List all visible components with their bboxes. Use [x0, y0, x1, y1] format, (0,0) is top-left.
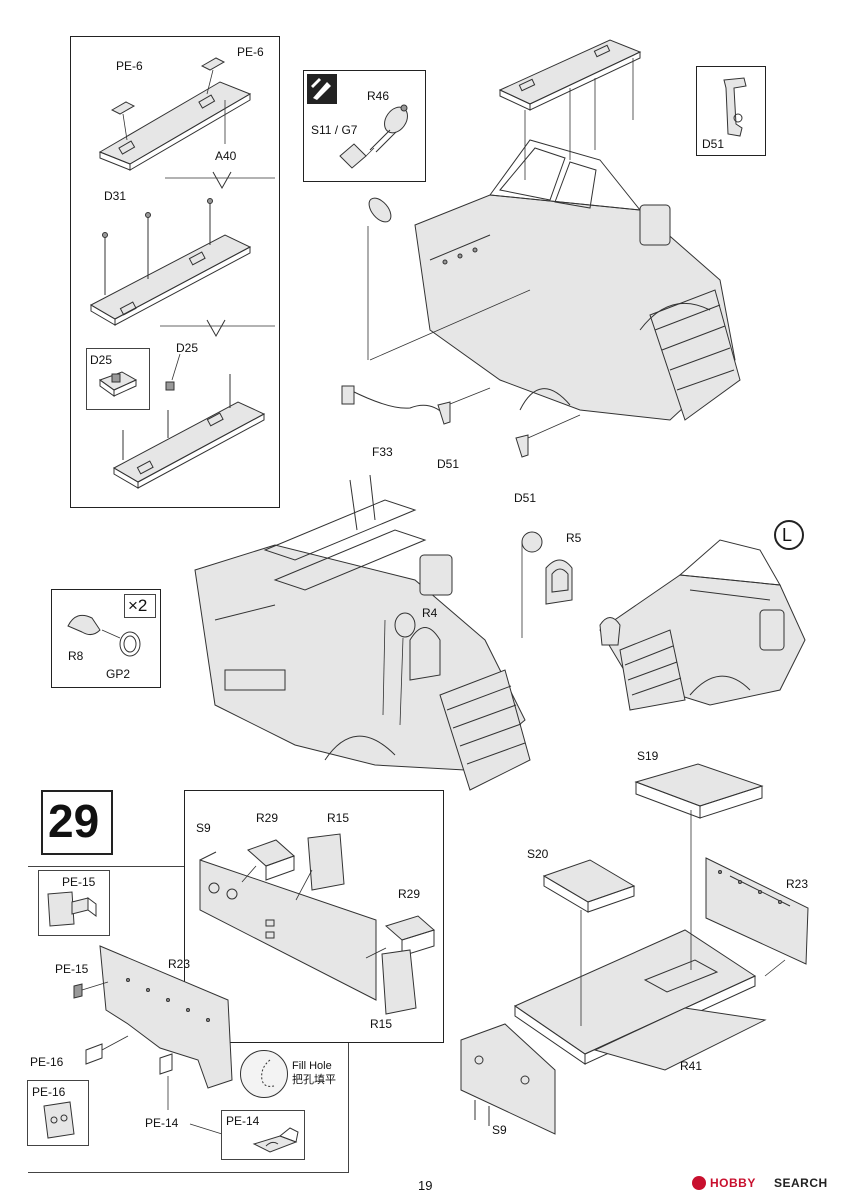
label-s9-box: S9	[196, 821, 211, 835]
label-fill-hole-cn: 把孔填平	[292, 1074, 336, 1086]
label-d51-box: D51	[702, 137, 725, 151]
part-r8-gp2-drawing	[67, 614, 141, 657]
step-number-box	[41, 790, 113, 855]
detail-box-r8	[51, 589, 161, 688]
fill-hole-marks	[261, 1059, 275, 1087]
lower-left-divider-h	[28, 1172, 349, 1173]
detail-box-pe14	[221, 1110, 305, 1160]
part-d51-detail	[723, 77, 747, 137]
label-r8: R8	[68, 649, 84, 663]
step-arrow-1	[165, 171, 275, 190]
fill-hole-circle	[240, 1050, 288, 1098]
part-pe14-detail	[252, 1127, 299, 1153]
left-side-marker	[774, 520, 804, 550]
label-r29-top: R29	[256, 811, 279, 825]
detail-box-r46	[303, 70, 426, 182]
label-l-mark: L	[782, 525, 793, 545]
part-pe16-detail	[43, 1101, 75, 1139]
logo-text-search: SEARCH	[774, 1176, 828, 1190]
label-pe6-left: PE-6	[116, 59, 143, 73]
part-s9-r29-r15-drawing	[199, 833, 436, 1015]
label-r15-top: R15	[327, 811, 350, 825]
vehicle-hull-top	[341, 39, 741, 458]
step-arrow-2	[160, 319, 275, 338]
logo-mark-icon	[692, 1176, 706, 1190]
label-d51-a: D51	[437, 457, 460, 471]
label-r46: R46	[367, 89, 390, 103]
label-r4: R4	[422, 606, 438, 620]
label-gp2: GP2	[106, 667, 131, 681]
lower-left-divider-v	[348, 1043, 349, 1173]
label-a40: A40	[215, 149, 237, 163]
leader-pe14	[167, 1076, 223, 1135]
part-s19-drawing	[634, 763, 764, 819]
part-d25-detail	[98, 371, 138, 397]
label-d25-box: D25	[90, 353, 113, 367]
label-d51-b: D51	[514, 491, 537, 505]
part-r41-floor-drawing	[460, 810, 786, 1135]
label-s11-g7: S11 / G7	[311, 123, 358, 137]
label-pe6-right: PE-6	[237, 45, 264, 59]
detail-box-d51	[696, 66, 766, 156]
label-s19: S19	[637, 749, 659, 763]
label-pe16: PE-16	[30, 1055, 64, 1069]
knife-cut-icon	[311, 78, 331, 100]
label-r29-mid: R29	[398, 887, 421, 901]
part-r5-drawing	[521, 531, 573, 638]
label-r5: R5	[566, 531, 582, 545]
part-pe15-detail	[47, 891, 97, 927]
subassembly-box-a40	[70, 36, 280, 508]
label-pe16-box: PE-16	[32, 1085, 66, 1099]
label-f33: F33	[372, 445, 393, 459]
part-r23-left-drawing	[73, 945, 233, 1089]
label-d25: D25	[176, 341, 199, 355]
part-r23-right-drawing	[705, 857, 809, 965]
vehicle-hull-middle	[194, 474, 531, 791]
part-d31-drawing	[89, 198, 252, 326]
part-r46-drawing	[339, 104, 408, 169]
label-pe15-box: PE-15	[62, 875, 96, 889]
quantity-badge	[124, 594, 156, 618]
label-r23-right: R23	[786, 877, 809, 891]
detail-box-r29-r15	[184, 790, 444, 1043]
label-s9-right: S9	[492, 1123, 507, 1137]
vehicle-hull-left-view	[599, 539, 806, 711]
label-fill-hole-en: Fill Hole	[292, 1060, 332, 1072]
label-d31: D31	[104, 189, 127, 203]
label-pe14: PE-14	[145, 1116, 179, 1130]
label-s20: S20	[527, 847, 549, 861]
logo-text-hobby: HOBBY	[710, 1176, 756, 1190]
hobby-search-logo: HOBBY SEARCH	[692, 1172, 842, 1194]
part-d25-assembly-drawing	[112, 353, 266, 489]
part-a40-drawing	[98, 57, 252, 171]
label-r15-mid: R15	[370, 1017, 393, 1031]
label-r23-left: R23	[168, 957, 191, 971]
label-r41: R41	[680, 1059, 703, 1073]
label-pe14-box: PE-14	[226, 1114, 260, 1128]
label-pe15: PE-15	[55, 962, 89, 976]
label-x2: ×2	[128, 596, 148, 615]
step-number: 29	[48, 795, 100, 847]
page-number: 19	[418, 1178, 433, 1193]
part-s20-drawing	[542, 859, 636, 913]
step-divider	[28, 866, 184, 867]
